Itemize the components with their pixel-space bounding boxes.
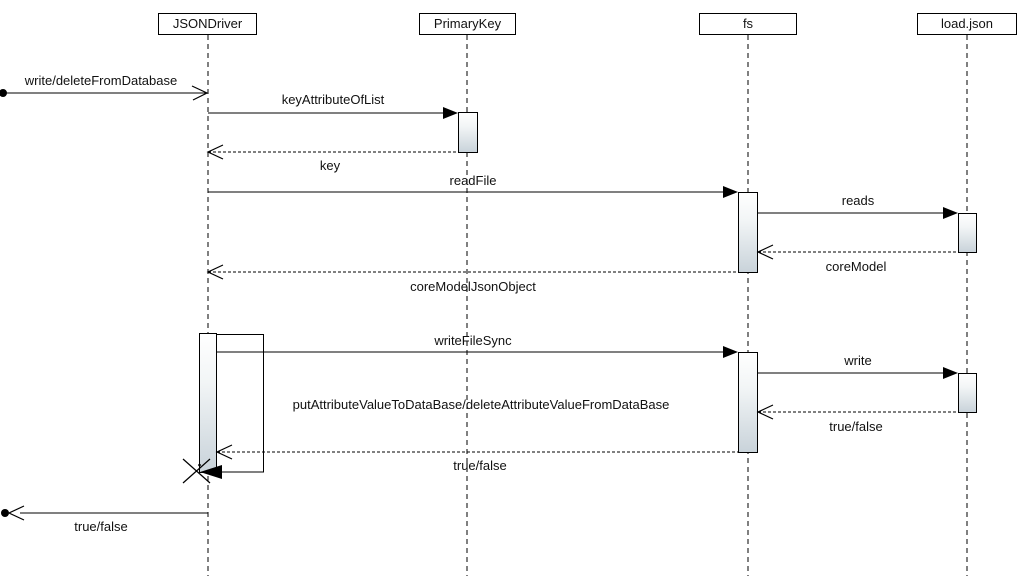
message-label-write: write (844, 353, 872, 368)
participant-name-jsondriver: JSONDriver (172, 16, 243, 31)
participant-name-loadjson: load.json (940, 16, 994, 31)
message-label-coremodeljsonobject: coreModelJsonObject (410, 279, 536, 294)
filled-arrowhead-keyattributeoflist (443, 107, 458, 119)
filled-arrowhead-writefilesync (723, 346, 738, 358)
open-arrowhead-key (206, 144, 224, 160)
open-arrowhead-true-false-out (7, 505, 25, 521)
activation-jsondriver (199, 333, 217, 473)
lost-message-ball (1, 509, 9, 517)
open-arrowhead-coremodeljsonobject (206, 264, 224, 280)
filled-arrowhead-reads (943, 207, 958, 219)
activation-fs-1 (738, 192, 758, 273)
filled-arrowhead-write (943, 367, 958, 379)
message-label-reads: reads (841, 193, 875, 208)
message-label-putattribute-deleteattribute: putAttributeValueToDataBase/deleteAttrib… (292, 397, 670, 412)
open-arrowhead-coremodel (756, 244, 774, 260)
message-label-coremodel: coreModel (825, 259, 887, 274)
message-label-write-delete-from-database: write/deleteFromDatabase (24, 73, 178, 88)
participant-box-jsondriver: JSONDriver (158, 13, 257, 35)
message-label-writefilesync: writeFileSync (434, 333, 512, 348)
activation-loadjson-2 (958, 373, 977, 413)
participant-name-primarykey: PrimaryKey (433, 16, 502, 31)
participant-box-primarykey: PrimaryKey (419, 13, 516, 35)
participant-name-fs: fs (742, 16, 754, 31)
message-label-readfile: readFile (449, 173, 497, 188)
message-label-keyattributeoflist: keyAttributeOfList (281, 92, 385, 107)
participant-box-loadjson: load.json (917, 13, 1017, 35)
open-arrowhead-write-delete-from-database (191, 85, 209, 101)
participant-box-fs: fs (699, 13, 797, 35)
message-label-true-false-fs: true/false (453, 458, 507, 473)
message-label-true-false-out: true/false (74, 519, 128, 534)
filled-arrowhead-readfile (723, 186, 738, 198)
found-message-ball (0, 89, 7, 97)
open-arrowhead-true-false-loadjson (756, 404, 774, 420)
message-label-true-false-loadjson: true/false (829, 419, 883, 434)
activation-loadjson-1 (958, 213, 977, 253)
message-label-key: key (319, 158, 341, 173)
activation-fs-2 (738, 352, 758, 453)
activation-primarykey (458, 112, 478, 153)
